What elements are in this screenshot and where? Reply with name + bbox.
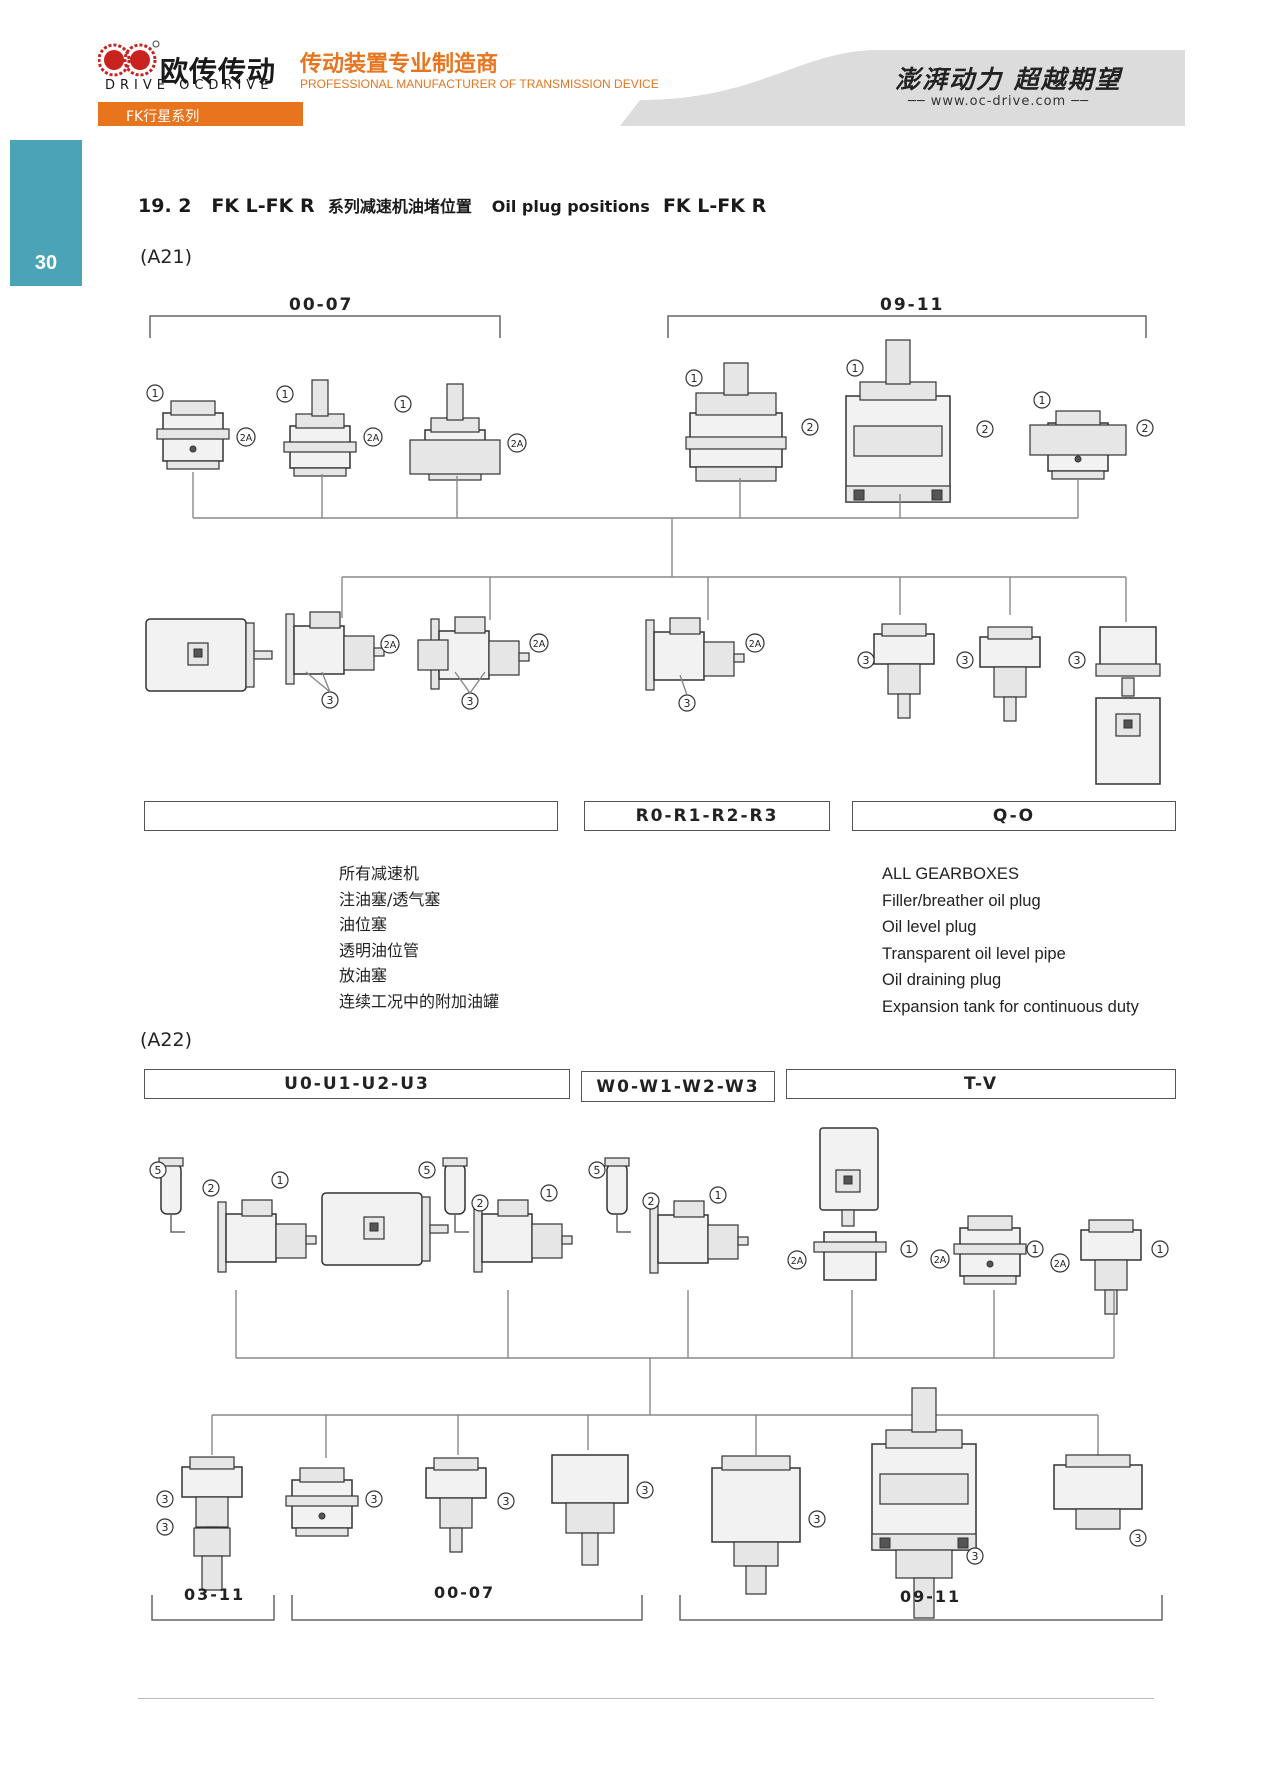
legend-en-item: Expansion tank for continuous duty — [882, 997, 1139, 1016]
page-number: 30 — [34, 252, 58, 274]
page-tab — [10, 140, 82, 286]
bottom-label-09-11: 09-11 — [900, 1587, 962, 1606]
legend-en-item: ALL GEARBOXES — [882, 865, 1019, 883]
motto: 澎湃动力 超越期望 — [895, 65, 1122, 94]
website-url: ── www.oc-drive.com ── — [908, 94, 1090, 109]
series-label: FK行星系列 — [126, 109, 200, 125]
label-a22: (A22) — [140, 1029, 192, 1051]
section-code-a: FK L-FK R — [211, 195, 315, 217]
section-number: 19. 2 — [138, 195, 192, 217]
footer-divider — [138, 1698, 1154, 1699]
legend-en-item: Oil draining plug — [882, 971, 1002, 989]
box-q-o: Q-O — [852, 801, 1176, 831]
legend-en-item: Filler/breather oil plug — [882, 891, 1041, 910]
box-t-v: T-V — [786, 1069, 1176, 1099]
label-a21: (A21) — [140, 246, 192, 268]
bottom-label-00-07: 00-07 — [434, 1583, 496, 1602]
legend-en-item: Oil level plug — [882, 918, 977, 936]
section-code-b: FK L-FK R — [662, 195, 767, 217]
legend-cn-item: 连续工况中的附加油罐 — [339, 991, 500, 1011]
legend-cn: 所有减速机 注油塞/透气塞 油位塞 透明油位管 放油塞 连续工况中的附加油罐 — [339, 861, 499, 1014]
section-title-cn: 系列减速机油堵位置 — [327, 197, 472, 216]
logo-gear-icon — [98, 40, 160, 77]
box-w0-w3: W0-W1-W2-W3 — [581, 1071, 775, 1102]
section-title: 19. 2 FK L-FK R 系列减速机油堵位置 Oil plug posit… — [138, 193, 766, 217]
legend-en-item: Transparent oil level pipe — [882, 944, 1066, 963]
legend-cn-item: 放油塞 — [339, 966, 388, 985]
box-r0-r3: R0-R1-R2-R3 — [584, 801, 830, 831]
slogan-en: PROFESSIONAL MANUFACTURER OF TRANSMISSIO… — [300, 77, 659, 91]
legend-cn-item: 透明油位管 — [339, 940, 420, 960]
box-blank — [144, 801, 558, 831]
legend-cn-item: 所有减速机 — [339, 864, 420, 883]
group-label-09-11: 09-11 — [880, 295, 945, 315]
group-label-00-07: 00-07 — [289, 295, 354, 315]
section-title-en: Oil plug positions — [491, 197, 650, 216]
legend-cn-item: 油位塞 — [339, 915, 388, 934]
slogan-cn: 传动装置专业制造商 — [300, 52, 499, 77]
series-bar — [98, 102, 303, 126]
legend-cn-item: 注油塞/透气塞 — [339, 889, 441, 909]
box-u0-u3: U0-U1-U2-U3 — [144, 1069, 570, 1099]
legend-en: ALL GEARBOXES Filler/breather oil plug O… — [882, 861, 1139, 1020]
logo-text-cn: 欧传传动 — [160, 55, 277, 88]
logo-text-en: DRIVE OCDRIVE — [105, 78, 274, 93]
bottom-label-03-11: 03-11 — [184, 1585, 246, 1604]
